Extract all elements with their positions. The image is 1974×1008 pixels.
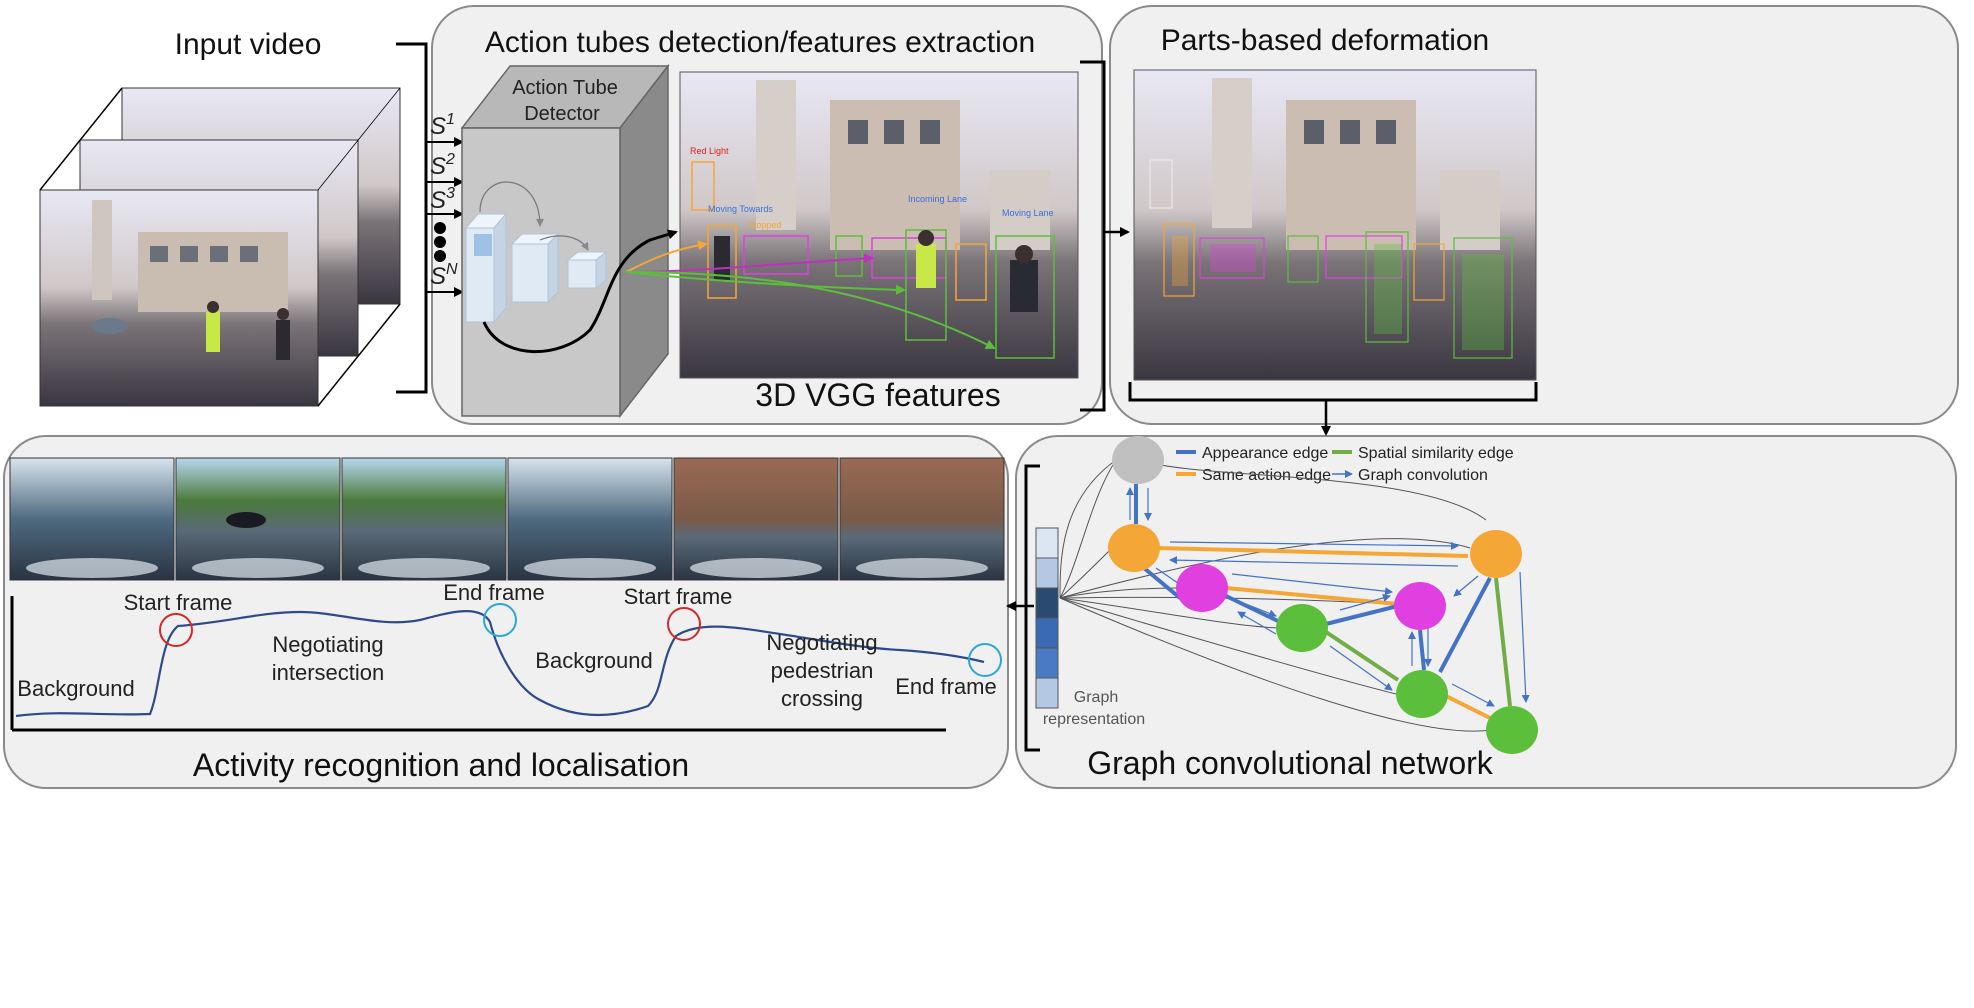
detection-label-moving-lane: Moving Lane — [1002, 208, 1054, 218]
conv-block-3 — [566, 250, 608, 290]
graph-nodes — [1108, 436, 1538, 754]
activity-curve — [15, 610, 985, 718]
detector-label-2: Detector — [524, 103, 600, 125]
node-orange-1 — [1108, 524, 1160, 572]
negotiating-1-line1: Negotiating — [272, 632, 383, 657]
stream-s2: S2 — [430, 151, 455, 180]
stream-sn: SN — [430, 261, 458, 290]
title-activity: Activity recognition and localisation — [193, 747, 689, 783]
start-frame-label-2: Start frame — [624, 584, 733, 609]
title-input-video: Input video — [175, 28, 322, 61]
activity-frame-strip — [9, 457, 1005, 581]
detection-label-moving-toward: Moving Towards — [708, 204, 773, 214]
node-green-3 — [1486, 706, 1538, 754]
end-frame-marker-1 — [483, 603, 517, 637]
stream-s3: S3 — [430, 185, 455, 214]
negotiating-1-line2: intersection — [272, 660, 385, 685]
negotiating-2-line1: Negotiating — [766, 630, 877, 655]
ellipsis-dot — [434, 250, 446, 262]
action-tube-detector: Action Tube Detector — [460, 63, 678, 419]
input-video-frames — [39, 42, 428, 407]
conv-block-2 — [510, 232, 560, 304]
legend-graph-conv: Graph convolution — [1358, 467, 1488, 484]
features-bracket — [1080, 60, 1106, 412]
node-green-1 — [1276, 604, 1328, 652]
ellipsis-dot — [434, 236, 446, 248]
title-parts-based: Parts-based deformation — [1161, 24, 1490, 57]
graph-repr-label-2: representation — [1043, 711, 1145, 728]
negotiating-2-line3: crossing — [781, 686, 863, 711]
graph-repr-label-1: Graph — [1074, 689, 1118, 706]
start-frame-label-1: Start frame — [124, 590, 233, 615]
start-frame-marker-2 — [667, 607, 701, 641]
legend-appearance: Appearance edge — [1202, 445, 1328, 462]
ellipsis-dot — [434, 222, 446, 234]
detector-label-1: Action Tube — [512, 77, 618, 99]
stream-arrows: S1 S2 S3 SN — [426, 111, 464, 297]
conv-block-1 — [464, 212, 508, 324]
end-frame-label-2: End frame — [895, 674, 997, 699]
background-label-2: Background — [535, 648, 652, 673]
title-gcn: Graph convolutional network — [1087, 745, 1494, 781]
end-frame-label-1: End frame — [443, 580, 545, 605]
parts-bracket — [1128, 382, 1538, 402]
start-frame-marker-1 — [159, 613, 193, 647]
readout-edges — [1059, 459, 1491, 732]
stream-s1: S1 — [430, 111, 455, 140]
end-frame-marker-2 — [968, 643, 1002, 677]
node-green-2 — [1396, 670, 1448, 718]
graph-edges — [1134, 484, 1512, 720]
panel-gcn — [1015, 435, 1957, 789]
detection-label-stopped: Stopped — [748, 220, 782, 230]
graph-representation-vector: Graph representation — [1035, 527, 1145, 728]
node-magenta-2 — [1394, 582, 1446, 630]
node-gray — [1112, 436, 1164, 484]
background-label-1: Background — [17, 676, 134, 701]
detection-label-incoming-lane: Incoming Lane — [908, 194, 967, 204]
node-magenta-1 — [1176, 564, 1228, 612]
features-label: 3D VGG features — [755, 377, 1000, 413]
negotiating-2-line2: pedestrian — [771, 658, 874, 683]
node-orange-2 — [1470, 530, 1522, 578]
gcn-bracket — [1024, 464, 1040, 752]
parts-frame — [1133, 69, 1537, 381]
input-bracket — [396, 42, 428, 394]
detection-label-red-light: Red Light — [690, 146, 729, 156]
legend-spatial: Spatial similarity edge — [1358, 445, 1514, 462]
title-action-tubes: Action tubes detection/features extracti… — [485, 26, 1035, 59]
feature-frame: Red Light Moving Towards Incoming Lane M… — [625, 71, 1079, 413]
